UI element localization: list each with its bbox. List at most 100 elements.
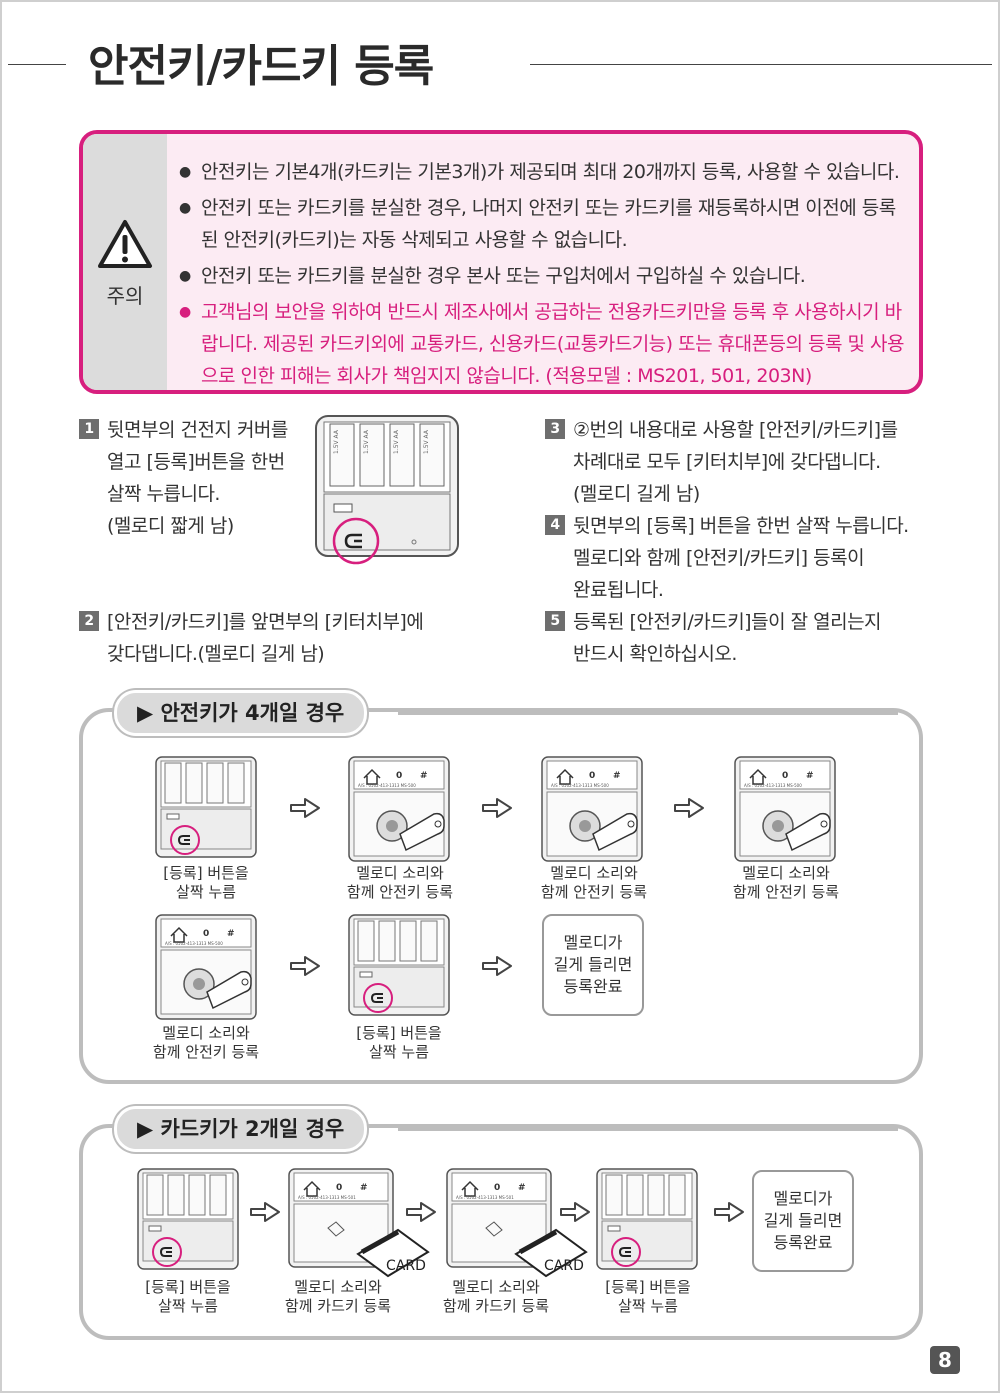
step-number: 1 xyxy=(79,419,99,439)
register-button-icon xyxy=(344,533,362,549)
registration-complete-box: 멜로디가 길게 들리면 등록완료 xyxy=(752,1170,854,1272)
svg-text:0: 0 xyxy=(782,771,788,781)
register-button-icon xyxy=(618,1247,631,1257)
svg-text:#: # xyxy=(518,1183,526,1193)
page-title: 안전키/카드키 등록 xyxy=(88,41,434,92)
register-button-icon xyxy=(370,993,383,1003)
svg-text:0: 0 xyxy=(336,1183,342,1193)
caption-press: [등록] 버튼을 살짝 누름 xyxy=(145,1278,231,1315)
step-number: 4 xyxy=(545,515,565,535)
caution-item: 안전키 또는 카드키를 분실한 경우, 나머지 안전키 또는 카드키를 재등록하… xyxy=(177,192,907,256)
step-4: 4 뒷면부의 [등록] 버튼을 한번 살짝 누릅니다. 멜로디와 함께 [안전키… xyxy=(545,510,945,606)
home-icon xyxy=(556,768,574,785)
caution-item-highlight: 고객님의 보안을 위하여 반드시 제조사에서 공급하는 전용카드키만을 등록 후… xyxy=(177,296,907,390)
step-number: 2 xyxy=(79,611,99,631)
svg-text:0: 0 xyxy=(494,1183,500,1193)
section-key-box xyxy=(79,708,923,1084)
caption-press: [등록] 버튼을 살짝 누름 xyxy=(163,864,249,901)
caption-melody-card: 멜로디 소리와 함께 카드키 등록 xyxy=(284,1278,392,1315)
lock-front-key-illustration: 0#A/S : 0502-413-1313 MS-500 xyxy=(541,756,643,862)
section-key-title: ▶ 안전키가 4개일 경우 xyxy=(114,690,368,736)
svg-text:A/S : 0502-413-1313 MS-501: A/S : 0502-413-1313 MS-501 xyxy=(298,1195,356,1200)
caption-melody-key: 멜로디 소리와 함께 안전키 등록 xyxy=(732,864,840,901)
safety-key-icon xyxy=(785,812,831,852)
safety-key-icon xyxy=(399,812,445,852)
arrow-right-icon xyxy=(674,798,704,818)
svg-text:#: # xyxy=(360,1183,368,1193)
caution-label: 주의 xyxy=(106,284,144,308)
title-rule-right xyxy=(530,64,992,65)
lock-front-key-illustration: 0 # A/S : 0502-413-1313 MS-500 xyxy=(734,756,836,862)
arrow-right-icon xyxy=(482,798,512,818)
register-button-highlight xyxy=(611,1237,641,1267)
home-icon xyxy=(363,768,381,785)
svg-text:1.5V AA: 1.5V AA xyxy=(333,429,340,454)
card-key-icon: CARD xyxy=(356,1228,430,1278)
arrow-right-icon xyxy=(250,1202,280,1222)
arrow-right-icon xyxy=(714,1202,744,1222)
step-text: 뒷면부의 건전지 커버를 열고 [등록]버튼을 한번 살짝 누릅니다. (멜로디… xyxy=(107,419,288,537)
step-number: 5 xyxy=(545,611,565,631)
home-icon xyxy=(461,1180,479,1197)
arrow-right-icon xyxy=(560,1202,590,1222)
svg-text:1.5V AA: 1.5V AA xyxy=(393,429,400,454)
step-2: 2 [안전키/카드키]를 앞면부의 [키터치부]에 갖다댑니다.(멜로디 길게 … xyxy=(79,606,499,670)
svg-text:1.5V AA: 1.5V AA xyxy=(363,429,370,454)
caution-item: 안전키 또는 카드키를 분실한 경우 본사 또는 구입처에서 구입하실 수 있습… xyxy=(177,260,907,292)
register-button-highlight xyxy=(152,1237,182,1267)
step-text: [안전키/카드키]를 앞면부의 [키터치부]에 갖다댑니다.(멜로디 길게 남) xyxy=(107,611,424,665)
section-key-rule xyxy=(398,712,898,715)
arrow-right-icon xyxy=(482,956,512,976)
caution-item: 안전키는 기본4개(카드키는 기본3개)가 제공되며 최대 20개까지 등록, … xyxy=(177,156,907,188)
caption-melody-key: 멜로디 소리와 함께 안전키 등록 xyxy=(540,864,648,901)
battery-icon xyxy=(329,423,445,487)
arrow-right-icon xyxy=(290,956,320,976)
lock-back-illustration xyxy=(137,1168,239,1270)
register-button-icon xyxy=(177,835,190,845)
caution-list: 안전키는 기본4개(카드키는 기본3개)가 제공되며 최대 20개까지 등록, … xyxy=(177,156,907,390)
lock-front-key-illustration: 0 # A/S : 0502-413-1313 MS-500 xyxy=(348,756,450,862)
svg-text:A/S : 0502-413-1313 MS-500: A/S : 0502-413-1313 MS-500 xyxy=(165,941,223,946)
svg-text:CARD: CARD xyxy=(544,1258,584,1274)
hand-icon xyxy=(327,1221,345,1237)
safety-key-icon xyxy=(206,970,252,1010)
card-key-icon: CARD xyxy=(514,1228,588,1278)
page-number: 8 xyxy=(930,1346,960,1374)
svg-text:0: 0 xyxy=(396,771,402,781)
register-button-highlight xyxy=(332,517,380,565)
step-3: 3 ②번의 내용대로 사용할 [안전키/카드키]를 차례대로 모두 [키터치부]… xyxy=(545,414,945,510)
caption-press: [등록] 버튼을 살짝 누름 xyxy=(356,1024,442,1061)
section-card-box xyxy=(79,1124,923,1340)
svg-text:0: 0 xyxy=(203,929,209,939)
title-rule-left xyxy=(8,64,66,65)
svg-text:0: 0 xyxy=(589,771,595,781)
warning-triangle-icon xyxy=(98,220,152,268)
svg-text:#: # xyxy=(420,771,428,781)
step-text: 뒷면부의 [등록] 버튼을 한번 살짝 누릅니다. 멜로디와 함께 [안전키/카… xyxy=(573,515,909,601)
svg-text:A/S : 0502-413-1313 MS-501: A/S : 0502-413-1313 MS-501 xyxy=(456,1195,514,1200)
step-1: 1 뒷면부의 건전지 커버를 열고 [등록]버튼을 한번 살짝 누릅니다. (멜… xyxy=(79,414,309,542)
register-button-icon xyxy=(159,1247,172,1257)
register-button-highlight xyxy=(170,825,200,855)
home-icon xyxy=(749,768,767,785)
lock-back-illustration xyxy=(155,756,257,858)
svg-text:1.5V AA: 1.5V AA xyxy=(423,429,430,454)
lock-back-illustration xyxy=(348,914,450,1016)
home-icon xyxy=(303,1180,321,1197)
arrow-right-icon xyxy=(406,1202,436,1222)
svg-text:A/S : 0502-413-1313 MS-500: A/S : 0502-413-1313 MS-500 xyxy=(744,783,802,788)
caution-box: 주의 안전키는 기본4개(카드키는 기본3개)가 제공되며 최대 20개까지 등… xyxy=(79,130,923,394)
lock-front-key-illustration: 0#A/S : 0502-413-1313 MS-500 xyxy=(155,914,257,1020)
svg-text:#: # xyxy=(806,771,814,781)
step-number: 3 xyxy=(545,419,565,439)
caption-melody-key: 멜로디 소리와 함께 안전키 등록 xyxy=(152,1024,260,1061)
svg-text:A/S : 0502-413-1313 MS-500: A/S : 0502-413-1313 MS-500 xyxy=(358,783,416,788)
caution-sidebar: 주의 xyxy=(83,134,167,390)
registration-complete-box: 멜로디가 길게 들리면 등록완료 xyxy=(542,914,644,1016)
step-5: 5 등록된 [안전키/카드키]들이 잘 열리는지 반드시 확인하십시오. xyxy=(545,606,945,670)
svg-text:#: # xyxy=(613,771,621,781)
step-text: ②번의 내용대로 사용할 [안전키/카드키]를 차례대로 모두 [키터치부]에 … xyxy=(573,419,898,505)
section-card-rule xyxy=(398,1128,898,1131)
